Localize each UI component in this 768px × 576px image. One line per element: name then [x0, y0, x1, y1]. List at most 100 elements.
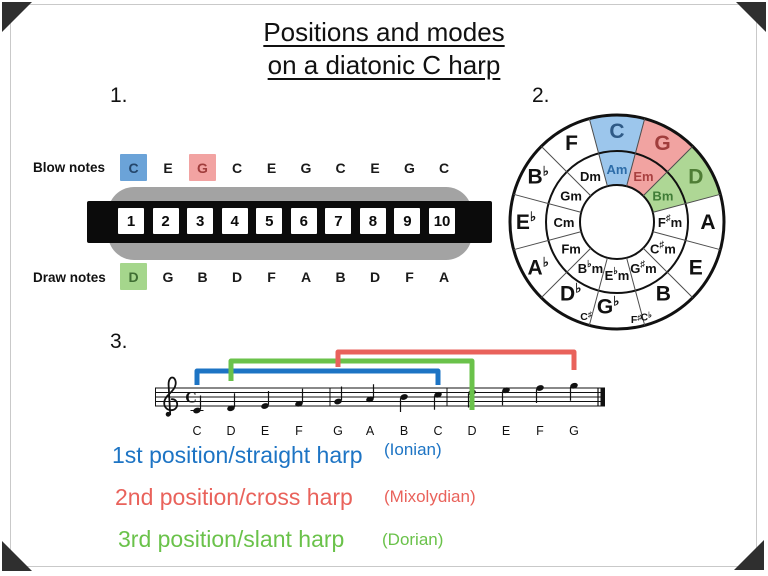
draw-note-cell: A: [438, 268, 450, 285]
position-bracket-red: [335, 349, 577, 370]
blow-note-cell: G: [300, 159, 312, 176]
major-key-A: A: [700, 211, 715, 234]
minor-key-G♯m: G♯m: [630, 258, 656, 275]
harmonica-hole-2: 2: [152, 208, 179, 234]
minor-key-Em: Em: [633, 169, 653, 184]
harmonica-hole-10: 10: [429, 208, 456, 234]
note-letter: A: [366, 424, 375, 438]
draw-notes-label: Draw notes: [33, 270, 106, 285]
blow-note-cell: G: [404, 159, 415, 176]
title-line-2: on a diatonic C harp: [267, 50, 501, 80]
major-key-F: F: [565, 132, 578, 155]
minor-key-C♯m: C♯m: [650, 239, 676, 256]
major-key-G♭: G♭: [597, 293, 619, 318]
note-letter: C: [433, 424, 442, 438]
draw-note-cell: F: [267, 268, 276, 285]
legend-position-2: 2nd position/cross harp: [115, 484, 353, 510]
blow-note-cell: C: [120, 154, 147, 181]
note-letter: G: [569, 424, 579, 438]
major-key-D: D: [688, 165, 703, 188]
legend-mode-2: (Mixolydian): [384, 487, 476, 506]
legend-position-3: 3rd position/slant harp: [118, 526, 345, 552]
staff-note-F10: [535, 385, 544, 403]
harmonica-hole-7: 7: [325, 208, 352, 234]
draw-note-cell: B: [335, 268, 346, 285]
blow-note-cell: E: [163, 159, 173, 176]
minor-key-Cm: Cm: [554, 215, 575, 230]
minor-key-Gm: Gm: [560, 188, 582, 203]
staff-note-E2: [261, 391, 270, 409]
draw-note-cell: D: [231, 268, 243, 285]
major-key-D♭: D♭: [560, 280, 581, 305]
section-3-number: 3.: [110, 330, 128, 353]
staff-note-C7: [433, 391, 442, 410]
blow-note-cell: C: [335, 159, 346, 176]
legend-mode-3: (Dorian): [382, 530, 444, 549]
staff-note-C0: [193, 395, 202, 414]
major-key-B: B: [656, 282, 671, 305]
harmonica-hole-8: 8: [359, 208, 386, 234]
treble-clef: [163, 376, 179, 417]
staff-note-G4: [334, 386, 343, 405]
section-1-number: 1.: [110, 84, 128, 107]
minor-key-Bm: Bm: [652, 188, 673, 203]
wedge-D: [643, 146, 721, 213]
draw-note-cell: F: [405, 268, 414, 285]
major-key-E: E: [689, 256, 703, 279]
major-key-C: C: [609, 120, 624, 143]
section-2-number: 2.: [532, 84, 550, 107]
draw-note-cell: D: [369, 268, 381, 285]
time-signature: C: [185, 390, 197, 407]
position-bracket-green: [228, 358, 475, 410]
position-bracket-blue: [194, 368, 441, 385]
note-letter: F: [295, 424, 303, 438]
major-key-A♭: A♭: [528, 254, 549, 279]
minor-key-Fm: Fm: [561, 241, 581, 256]
enharmonic-key-F♯: F♯: [631, 313, 641, 327]
staff-note-E9: [501, 387, 510, 406]
blow-note-cell: E: [266, 159, 277, 176]
note-letter: E: [502, 424, 510, 438]
draw-note-cell: B: [197, 268, 208, 285]
harmonica-hole-6: 6: [290, 208, 317, 234]
minor-key-Am: Am: [607, 162, 628, 177]
harmonica-hole-5: 5: [256, 208, 283, 234]
staff-note-F3: [295, 388, 304, 407]
note-letter: C: [192, 424, 201, 438]
staff-note-G11: [569, 382, 578, 401]
major-key-E♭: E♭: [516, 209, 536, 234]
page-title: Positions and modes on a diatonic C harp: [184, 16, 584, 82]
blow-note-cell: C: [438, 159, 450, 176]
major-key-B♭: B♭: [528, 163, 549, 188]
enharmonic-key-C♭: C♭: [641, 310, 653, 324]
enharmonic-key-C♯: C♯: [580, 310, 592, 324]
wedge-G: [626, 118, 693, 196]
note-letter: E: [261, 424, 269, 438]
blow-note-cell: G: [189, 154, 216, 181]
draw-note-cell: D: [120, 263, 147, 290]
draw-note-cell: G: [162, 268, 174, 285]
harmonica-hole-4: 4: [221, 208, 248, 234]
note-letter: B: [400, 424, 408, 438]
blow-notes-label: Blow notes: [33, 160, 106, 175]
note-letter: D: [467, 424, 476, 438]
note-letter: G: [333, 424, 343, 438]
minor-key-F♯m: F♯m: [658, 213, 682, 230]
legend-mode-1: (Ionian): [384, 440, 442, 459]
draw-note-cell: A: [300, 268, 312, 285]
minor-key-E♭m: E♭m: [605, 266, 630, 283]
legend-position-1: 1st position/straight harp: [112, 442, 363, 468]
blow-note-cell: E: [370, 159, 380, 176]
staff-note-B6: [399, 394, 408, 412]
minor-key-B♭m: B♭m: [578, 258, 603, 275]
staff-note-D1: [227, 393, 236, 412]
note-letter: D: [226, 424, 235, 438]
harmonica-hole-9: 9: [394, 208, 421, 234]
